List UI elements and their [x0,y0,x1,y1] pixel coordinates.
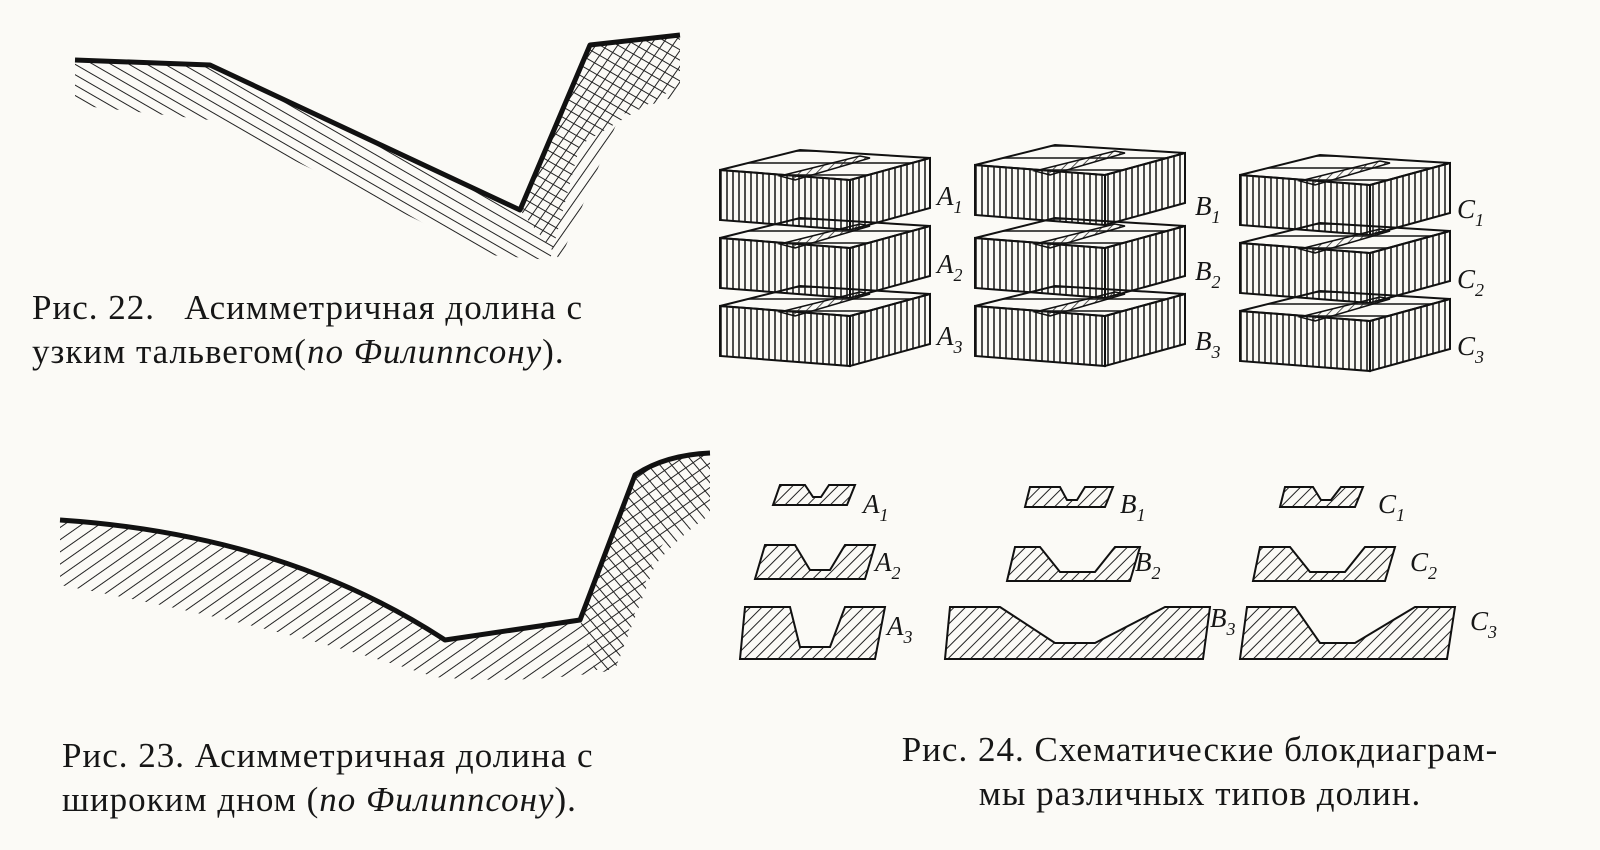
figure-23-line2: широким дном ( [62,780,320,819]
block-label-b3: B3 [1195,326,1221,362]
figure-23-author: по Филиппсону [319,780,555,819]
profile-label-c1: C1 [1378,489,1405,525]
profile-c3 [1238,606,1457,660]
profile-b3 [943,606,1212,660]
figure-23-end: ). [554,780,577,819]
figure-24-caption: Рис. 24. Схематические блокдиаграм- мы р… [830,728,1570,816]
figure-22-prefix: Рис. 22. [32,288,155,327]
profile-label-a2: A2 [873,547,901,583]
block-label-a1: A1 [935,181,963,217]
profile-a2 [753,544,877,580]
block-label-c2: C2 [1457,264,1484,300]
figure-22-caption: Рис. 22. Асимметричная долина с узким та… [32,286,712,374]
profile-label-c3: C3 [1470,606,1497,642]
figure-24-line2: мы различных типов долин. [978,774,1422,813]
figure-22-end: ). [542,332,565,371]
profile-c2 [1251,546,1397,582]
figure-24-line1: Рис. 24. Схематические блокдиаграм- [901,730,1499,769]
figure-24-block-diagrams: A1 A2 A3 B1 B2 B3 C1 C2 C3 [715,140,1515,390]
block-label-b2: B2 [1195,256,1221,292]
block-label-b1: B1 [1195,191,1221,227]
profile-label-b1: B1 [1120,489,1146,525]
profile-b2 [1005,546,1142,582]
profile-a1 [771,484,857,506]
figure-22-author: по Филиппсону [306,332,543,371]
figure-23-caption: Рис. 23. Асимметричная долина с широким … [62,734,742,822]
block-label-c3: C3 [1457,331,1484,367]
figure-23-line1: Рис. 23. Асимметричная долина с [62,736,594,775]
figure-23-drawing [55,445,735,695]
block-column-b [974,144,1186,367]
profile-label-b3: B3 [1210,603,1236,639]
figure-24-profiles: A1 A2 A3 B1 B2 B3 C1 C2 C3 [735,475,1525,675]
profile-label-a3: A3 [885,611,913,647]
profile-b1 [1023,486,1115,508]
figure-22-title: Асимметричная долина с [184,288,583,327]
block-label-a2: A2 [935,249,963,285]
block-label-a3: A3 [935,321,963,357]
figure-22-drawing [60,25,710,265]
profile-label-a1: A1 [861,489,889,525]
profile-c1 [1278,486,1365,508]
block-column-a [719,149,931,367]
profile-label-b2: B2 [1135,547,1161,583]
profile-label-c2: C2 [1410,547,1437,583]
block-label-c1: C1 [1457,194,1484,230]
figure-22-line2: узким тальвегом( [32,332,307,371]
block-column-c [1239,154,1451,372]
profile-a3 [738,606,887,660]
